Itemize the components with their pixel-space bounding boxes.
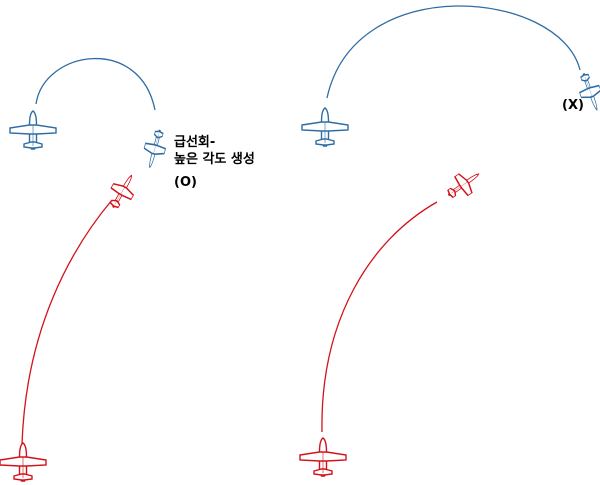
right-verdict: (X) xyxy=(562,98,584,113)
enemy-plane-left-start xyxy=(0,442,47,482)
left-caption-line2: 높은 각도 생성 xyxy=(174,152,255,167)
left-verdict: (O) xyxy=(174,175,197,190)
enemy-plane-left-end xyxy=(102,169,143,214)
friendly-turn-path-left xyxy=(35,57,156,111)
friendly-plane-left-end xyxy=(139,127,171,171)
enemy-plane-right-end xyxy=(441,164,486,205)
friendly-turn-path-right xyxy=(326,5,581,99)
friendly-plane-left-start xyxy=(9,110,57,150)
enemy-pursuit-path-left xyxy=(21,199,113,445)
left-caption-line1: 급선회- xyxy=(174,135,216,150)
enemy-plane-right-start xyxy=(299,437,347,477)
enemy-pursuit-path-right xyxy=(321,201,438,433)
friendly-plane-right-start xyxy=(301,107,349,147)
left-caption: 급선회- 높은 각도 생성 xyxy=(174,134,255,168)
